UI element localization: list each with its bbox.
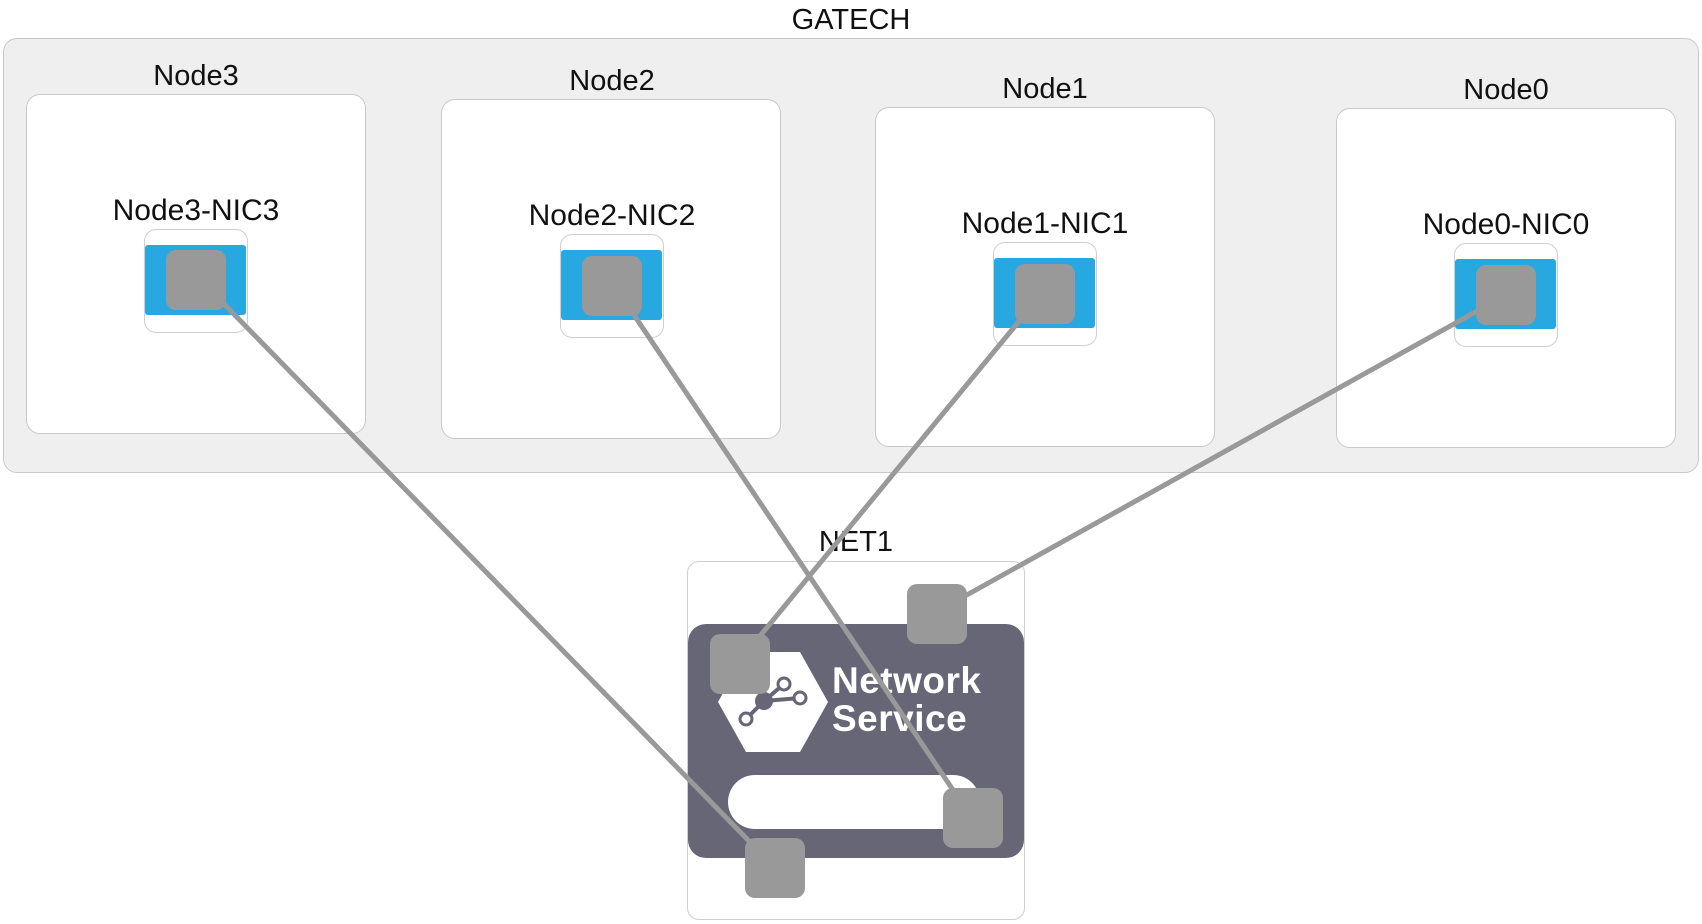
node3-nic-label: Node3-NIC3 <box>112 194 280 227</box>
node0-nic-label: Node0-NIC0 <box>1422 208 1590 241</box>
node2-label: Node2 <box>569 65 655 97</box>
node0-nic-port[interactable] <box>1476 265 1536 325</box>
network-service-label: Network Service <box>832 662 981 738</box>
node0-label: Node0 <box>1463 74 1549 106</box>
node1-nic-label: Node1-NIC1 <box>961 207 1129 240</box>
node1-nic-port[interactable] <box>1015 264 1075 324</box>
net1-port-left[interactable] <box>710 634 770 694</box>
node3-label: Node3 <box>153 60 239 92</box>
net1-port-right[interactable] <box>943 788 1003 848</box>
network-service-line1: Network <box>832 660 982 701</box>
network-label: NET1 <box>818 526 894 558</box>
node3-nic-port[interactable] <box>166 250 226 310</box>
node2-nic-port[interactable] <box>582 256 642 316</box>
node2-nic-label: Node2-NIC2 <box>528 199 696 232</box>
network-service-line2: Service <box>832 698 968 739</box>
net1-port-top[interactable] <box>907 584 967 644</box>
net1-port-bottom[interactable] <box>745 838 805 898</box>
node1-label: Node1 <box>1002 73 1088 105</box>
site-label: GATECH <box>791 4 911 36</box>
